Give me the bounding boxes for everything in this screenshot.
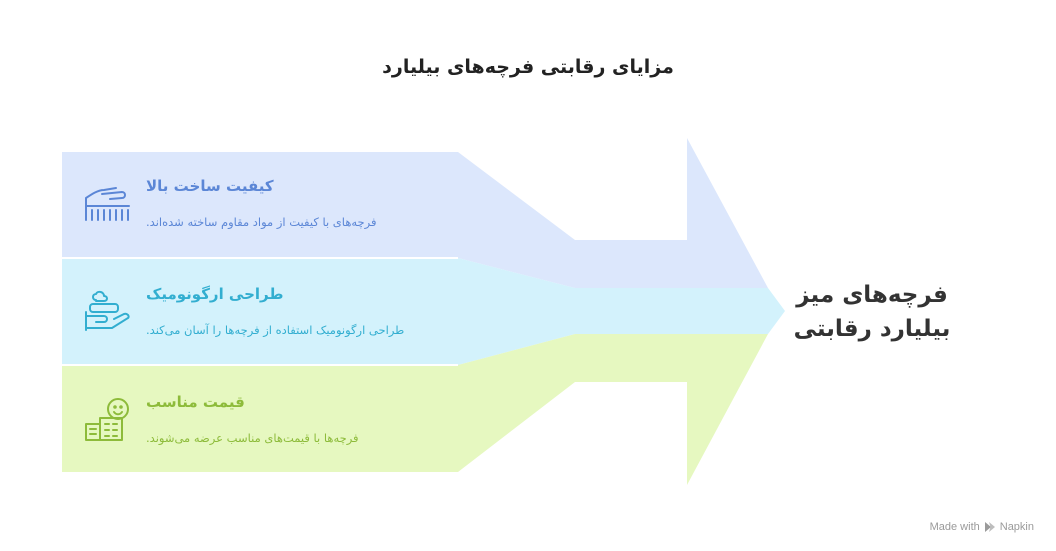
item-desc-price: فرچه‌ها با قیمت‌های مناسب عرضه می‌شوند.	[146, 431, 359, 445]
target-line-1: فرچه‌های میز	[796, 282, 948, 308]
item-title-price: قیمت مناسب	[146, 393, 245, 411]
band-shape-quality	[62, 138, 768, 288]
item-title-ergonomic: طراحی ارگونومیک	[146, 285, 284, 303]
arrow-target-label: فرچه‌های میز بیلیارد رقابتی	[782, 278, 962, 346]
toothbrush-hand-icon	[82, 288, 132, 338]
hand-brush-icon	[82, 182, 132, 230]
napkin-watermark: Made with Napkin	[930, 521, 1034, 533]
smiley-building-icon	[82, 396, 132, 448]
brand-text: Napkin	[999, 521, 1034, 533]
diagram-title: مزایای رقابتی فرچه‌های بیلیارد	[382, 56, 674, 78]
item-title-quality: کیفیت ساخت بالا	[146, 177, 274, 195]
napkin-logo-icon	[984, 522, 995, 532]
item-desc-quality: فرچه‌های با کیفیت از مواد مقاوم ساخته شد…	[146, 215, 377, 229]
target-line-2: بیلیارد رقابتی	[793, 316, 951, 342]
item-desc-ergonomic: طراحی ارگونومیک استفاده از فرچه‌ها را آس…	[146, 323, 405, 337]
band-shape-price	[62, 334, 768, 485]
made-with-text: Made with	[929, 521, 980, 533]
band-shape-ergonomic	[62, 258, 785, 365]
